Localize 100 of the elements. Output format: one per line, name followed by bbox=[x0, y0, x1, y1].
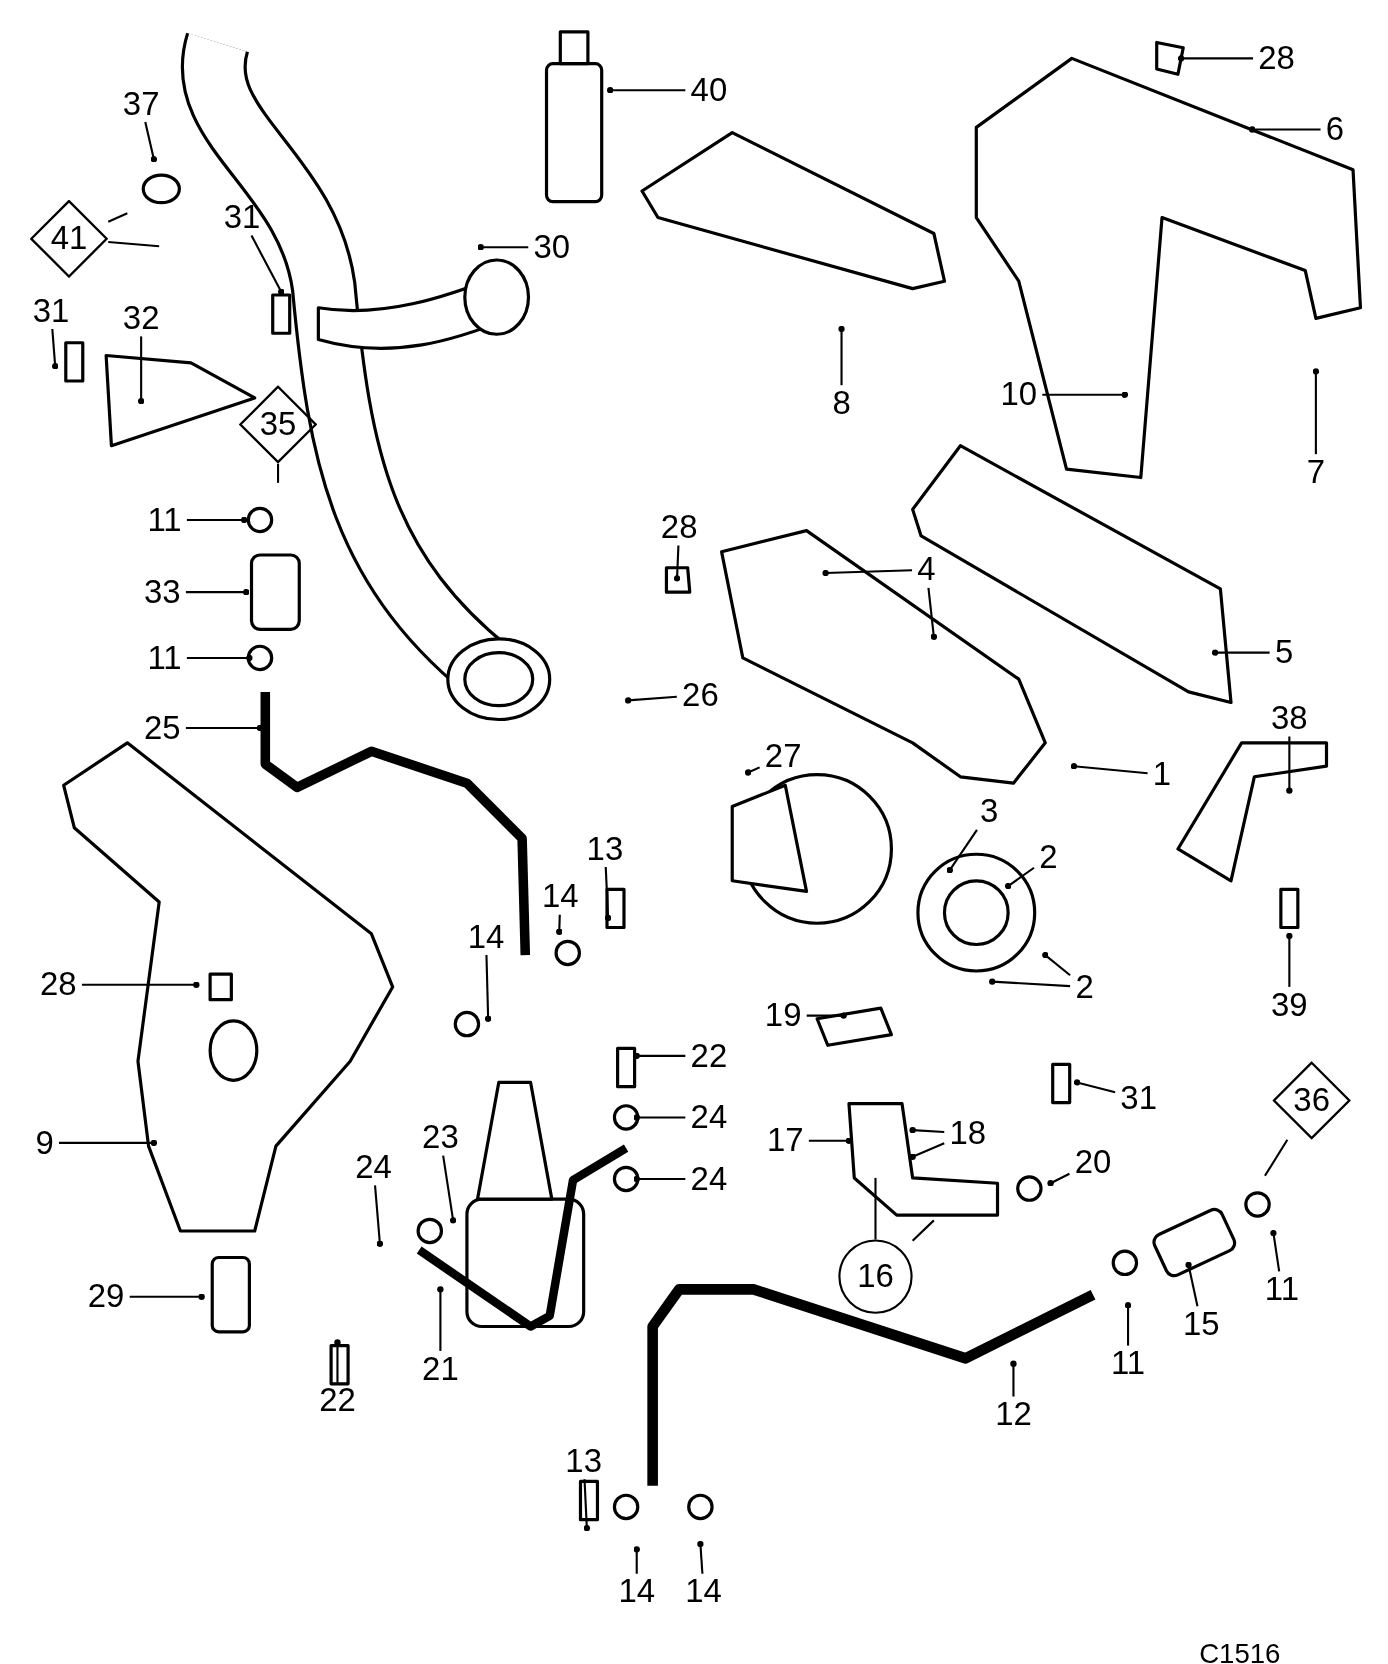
leader-line bbox=[477, 244, 529, 251]
leader-line bbox=[1211, 649, 1270, 656]
leader-line bbox=[59, 1139, 158, 1147]
leader-line bbox=[1312, 368, 1320, 455]
callout-number: 40 bbox=[685, 72, 733, 109]
leader-line bbox=[633, 1052, 686, 1060]
leader-line bbox=[1004, 866, 1035, 890]
callout-number: 19 bbox=[759, 997, 807, 1034]
callout-number: 13 bbox=[581, 830, 629, 867]
leader-line bbox=[81, 981, 200, 988]
callout-number: 14 bbox=[462, 919, 510, 956]
callout-number: 18 bbox=[944, 1115, 992, 1152]
callout-number: 11 bbox=[1259, 1271, 1305, 1308]
leader-line bbox=[1047, 1172, 1070, 1187]
leader-line bbox=[909, 1127, 945, 1134]
leader-line bbox=[1177, 55, 1254, 62]
leader-line bbox=[1042, 951, 1071, 977]
leader-line bbox=[186, 654, 253, 662]
callout-number: 11 bbox=[1105, 1345, 1151, 1382]
callout-number: 9 bbox=[30, 1124, 60, 1161]
callout-number: 28 bbox=[655, 509, 703, 546]
leader-line bbox=[1286, 932, 1293, 987]
callout-number: 32 bbox=[117, 300, 165, 337]
callout-number: 5 bbox=[1269, 634, 1299, 671]
leader-line bbox=[334, 1339, 341, 1383]
leader-line bbox=[107, 212, 128, 223]
callout-number: 28 bbox=[34, 966, 82, 1003]
callout-number: 14 bbox=[613, 1573, 661, 1610]
leader-line bbox=[186, 516, 248, 524]
leader-line bbox=[822, 569, 913, 577]
leader-line bbox=[838, 325, 845, 386]
callout-number: 1 bbox=[1147, 756, 1177, 793]
callout-number: 2 bbox=[1034, 839, 1063, 876]
callout-number: 11 bbox=[142, 639, 187, 676]
leader-line bbox=[697, 1540, 704, 1574]
leader-line bbox=[185, 724, 264, 732]
callout-number: 10 bbox=[995, 376, 1043, 413]
leader-line bbox=[673, 545, 681, 582]
callout-number: 25 bbox=[138, 709, 186, 746]
callout-number: 23 bbox=[416, 1119, 464, 1156]
callout-number: 11 bbox=[142, 501, 187, 539]
leader-line bbox=[1249, 126, 1321, 133]
leader-line bbox=[1073, 1079, 1116, 1094]
drawing-code: C1516 bbox=[1199, 1637, 1281, 1664]
callout-number: 26 bbox=[676, 677, 724, 714]
callout-number: 31 bbox=[218, 199, 266, 236]
callout-number: 31 bbox=[27, 292, 75, 329]
leader-line bbox=[744, 766, 761, 776]
leader-line bbox=[1264, 1139, 1289, 1177]
callout-number: 24 bbox=[349, 1149, 398, 1186]
leader-line bbox=[946, 829, 978, 874]
leader-line bbox=[484, 955, 492, 1022]
callout-number: 22 bbox=[313, 1382, 362, 1419]
leader-line bbox=[556, 914, 563, 935]
leader-line bbox=[1286, 736, 1293, 794]
callout-number: 13 bbox=[560, 1443, 608, 1480]
leader-line bbox=[633, 1175, 686, 1183]
leader-line bbox=[129, 1293, 205, 1300]
leader-line bbox=[144, 121, 158, 163]
callout-circle: 16 bbox=[838, 1239, 913, 1314]
callout-number: 24 bbox=[685, 1099, 733, 1136]
leader-line bbox=[806, 1012, 847, 1019]
leader-line bbox=[108, 240, 160, 248]
callout-number: 12 bbox=[989, 1396, 1038, 1433]
leader-line bbox=[137, 336, 145, 405]
callout-number: 28 bbox=[1253, 40, 1301, 77]
leader-line bbox=[185, 588, 250, 596]
leader-line bbox=[633, 1546, 640, 1574]
leader-line bbox=[1010, 1360, 1017, 1397]
leader-line bbox=[250, 235, 285, 295]
callout-number: 14 bbox=[536, 878, 584, 915]
leader-line bbox=[808, 1137, 853, 1144]
callout-number: 8 bbox=[827, 385, 856, 422]
leader-line bbox=[874, 1177, 877, 1240]
callout-number: 37 bbox=[117, 85, 165, 123]
leader-line bbox=[583, 1479, 591, 1532]
leader-line bbox=[1270, 1229, 1281, 1272]
leader-line bbox=[1124, 1302, 1132, 1346]
callout-number: 7 bbox=[1301, 454, 1331, 491]
callout-number: 30 bbox=[528, 229, 576, 266]
callout-number: 24 bbox=[685, 1160, 733, 1198]
leader-line bbox=[1185, 1261, 1199, 1307]
callout-number: 31 bbox=[1115, 1080, 1163, 1117]
leader-line bbox=[1070, 763, 1148, 775]
callout-number: 14 bbox=[679, 1573, 728, 1610]
callout-number: 6 bbox=[1320, 111, 1350, 148]
callout-number: 38 bbox=[1265, 700, 1313, 737]
callout-number: 33 bbox=[138, 574, 186, 611]
leader-line bbox=[442, 1155, 457, 1224]
callout-number: 29 bbox=[82, 1278, 130, 1315]
callout-number: 3 bbox=[974, 793, 1004, 830]
leader-line bbox=[1042, 391, 1129, 398]
callout-number: 20 bbox=[1069, 1143, 1117, 1181]
callout-number: 4 bbox=[911, 551, 941, 588]
leader-line bbox=[989, 978, 1071, 988]
callout-number: 21 bbox=[416, 1350, 464, 1387]
callout-number: 2 bbox=[1070, 968, 1099, 1005]
leader-line bbox=[625, 695, 677, 704]
callout-number: 39 bbox=[1265, 986, 1313, 1023]
leader-line bbox=[437, 1286, 444, 1351]
